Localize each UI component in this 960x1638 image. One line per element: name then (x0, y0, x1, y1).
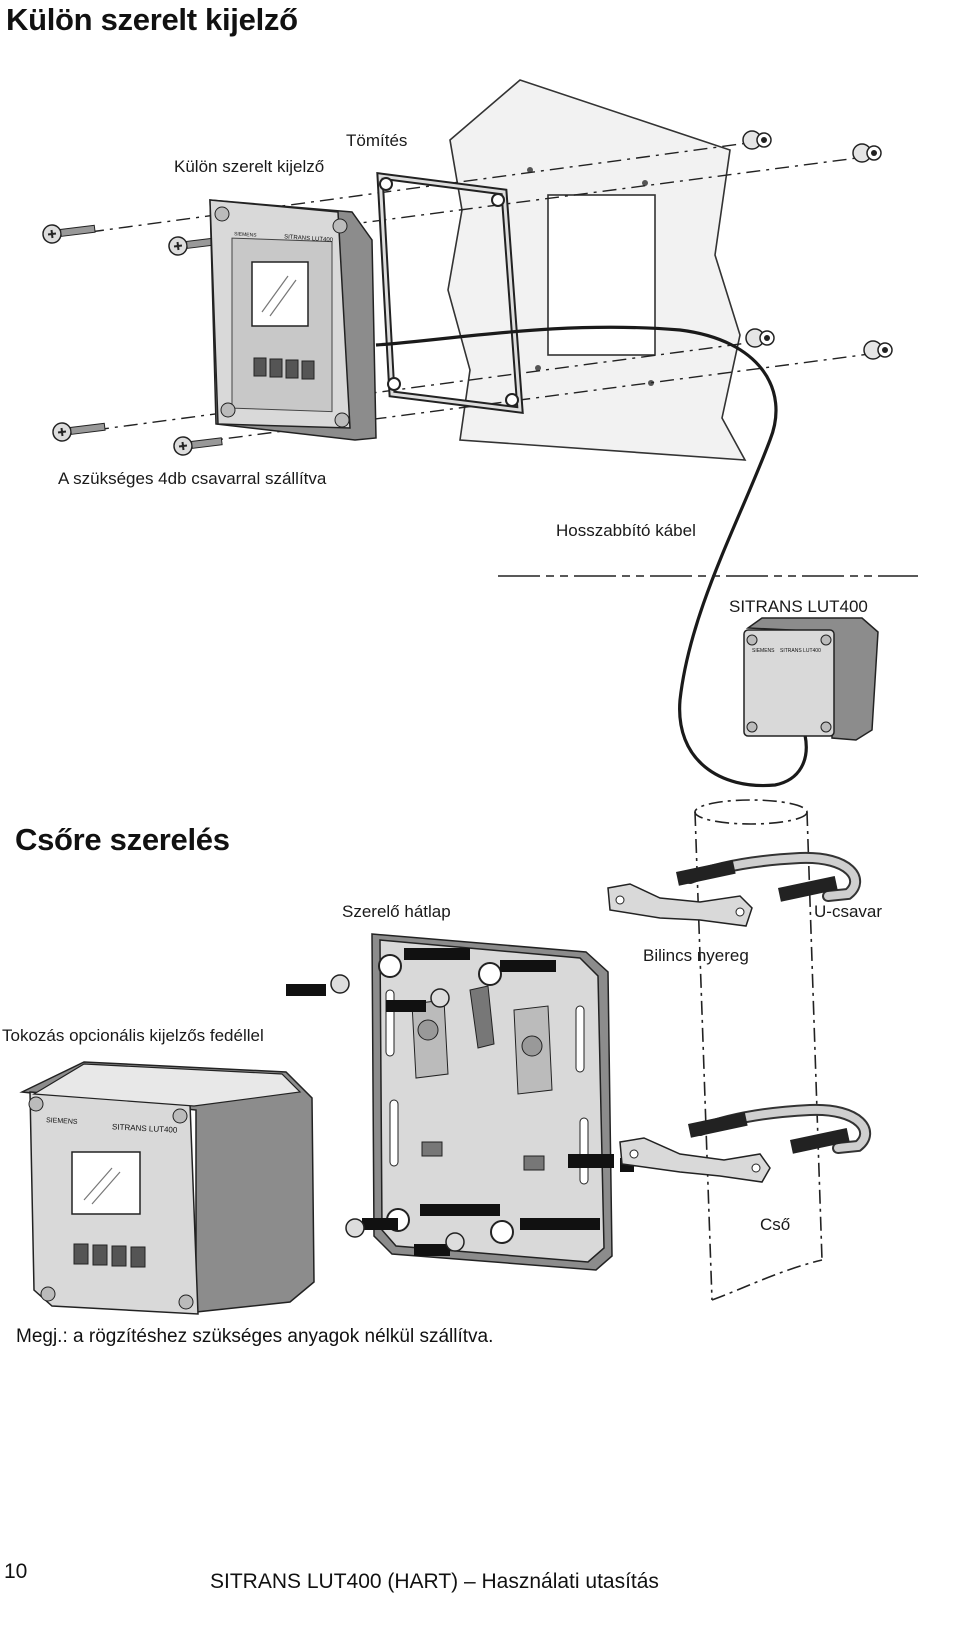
label-seal: Tömítés (346, 131, 408, 150)
label-remote-display: Külön szerelt kijelző (174, 157, 325, 176)
mounting-backplate (371, 933, 613, 1271)
transmitter-model-print: SITRANS LUT400 (780, 648, 821, 654)
nut-icon (742, 130, 893, 360)
bolt-icon (286, 948, 634, 1256)
remote-display-unit (209, 199, 377, 441)
label-enclosure: Tokozás opcionális kijelzős fedéllel (2, 1026, 264, 1045)
page-number: 10 (4, 1560, 28, 1583)
label-backplate: Szerelő hátlap (342, 902, 451, 921)
label-clamp-saddle: Bilincs nyereg (643, 946, 749, 965)
enclosure-model-print: SITRANS LUT400 (111, 1122, 178, 1135)
gasket (376, 171, 524, 415)
u-bolt-upper (676, 851, 862, 902)
section-title-pipe-mounting: Csőre szerelés (15, 822, 230, 857)
mounting-note: Megj.: a rögzítéshez szükséges anyagok n… (16, 1326, 494, 1347)
label-transmitter: SITRANS LUT400 (729, 597, 868, 616)
clamp-saddle-upper (607, 883, 753, 927)
label-u-bolt: U-csavar (814, 902, 883, 921)
transmitter-enclosure (743, 617, 879, 741)
extension-cable (375, 325, 808, 788)
remote-display-illustration (42, 79, 918, 788)
footer-doc-title: SITRANS LUT400 (HART) – Használati utasí… (210, 1570, 659, 1593)
label-pipe: Cső (760, 1215, 791, 1234)
label-screws: A szükséges 4db csavarral szállítva (58, 469, 327, 488)
screw-icon (42, 224, 223, 456)
nut-icon (330, 974, 465, 1252)
u-bolt-lower (688, 1103, 872, 1154)
transmitter-brand-print: SIEMENS (752, 648, 775, 654)
pipe (694, 799, 823, 1301)
section-title-remote-display: Külön szerelt kijelző (6, 2, 298, 37)
enclosure-brand-print: SIEMENS (45, 1117, 78, 1126)
label-extension-cable: Hosszabbító kábel (556, 521, 696, 540)
enclosure-with-display-lid (19, 1061, 315, 1315)
clamp-saddle-lower (619, 1137, 771, 1183)
